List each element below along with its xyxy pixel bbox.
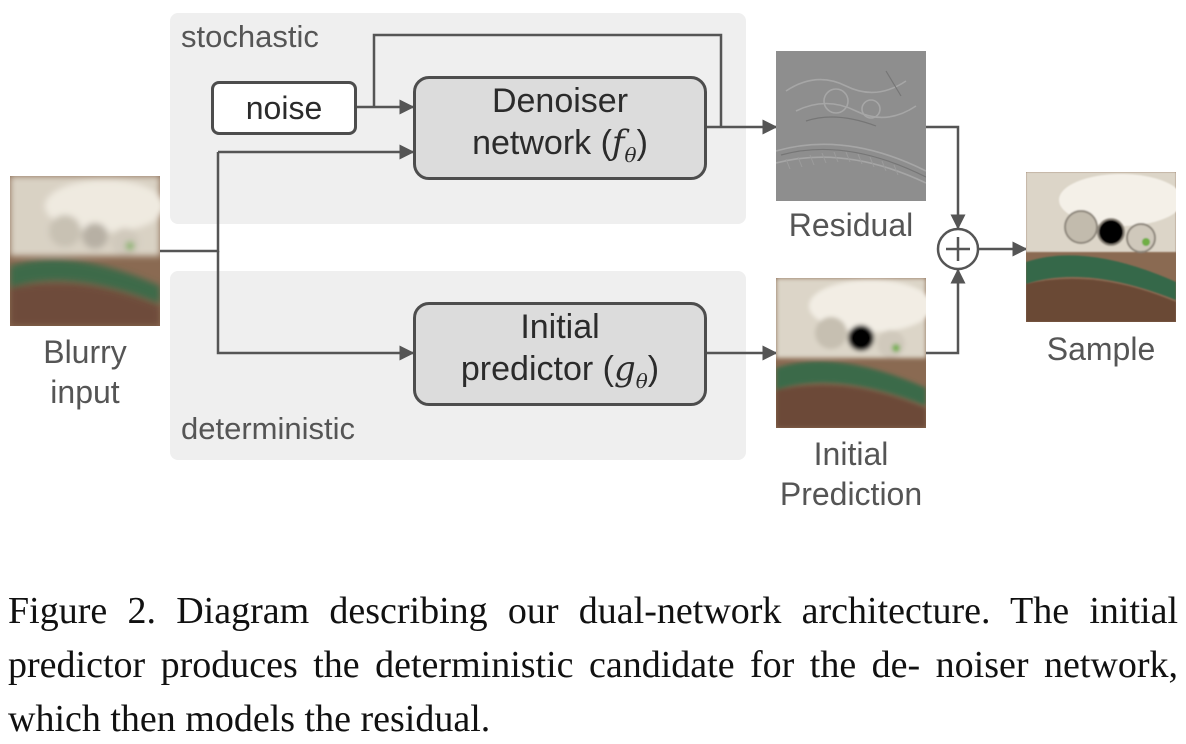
initial-to-sum-arrow — [926, 268, 966, 355]
predictor-subtitle: predictor (gθ) — [460, 349, 660, 393]
denoiser-subtitle: network (fθ) — [472, 123, 648, 167]
g-theta-symbol: gθ — [613, 349, 648, 393]
sum-operator-icon — [936, 227, 980, 271]
initial-predictor-box: Initial predictor (gθ) — [413, 302, 707, 406]
residual-image — [776, 51, 926, 201]
blurry-input-label: Blurry input — [43, 334, 127, 410]
blurry-input-image — [10, 176, 160, 326]
residual-label: Residual — [788, 207, 914, 243]
predictor-title: Initial — [520, 308, 600, 347]
denoiser-title: Denoiser — [491, 82, 629, 121]
noise-box: noise — [211, 81, 357, 135]
initial-prediction-label: Initial Prediction — [779, 436, 923, 512]
f-theta-symbol: fθ — [611, 123, 637, 167]
stochastic-label: stochastic — [181, 19, 319, 54]
sample-image — [1026, 172, 1176, 322]
deterministic-label: deterministic — [181, 411, 355, 446]
noise-label: noise — [245, 89, 323, 126]
denoiser-network-box: Denoiser network (fθ) — [413, 76, 707, 180]
figure-caption: Figure 2. Diagram describing our dual-ne… — [8, 590, 1178, 740]
initial-prediction-image — [776, 278, 926, 428]
sample-label: Sample — [1046, 331, 1156, 367]
